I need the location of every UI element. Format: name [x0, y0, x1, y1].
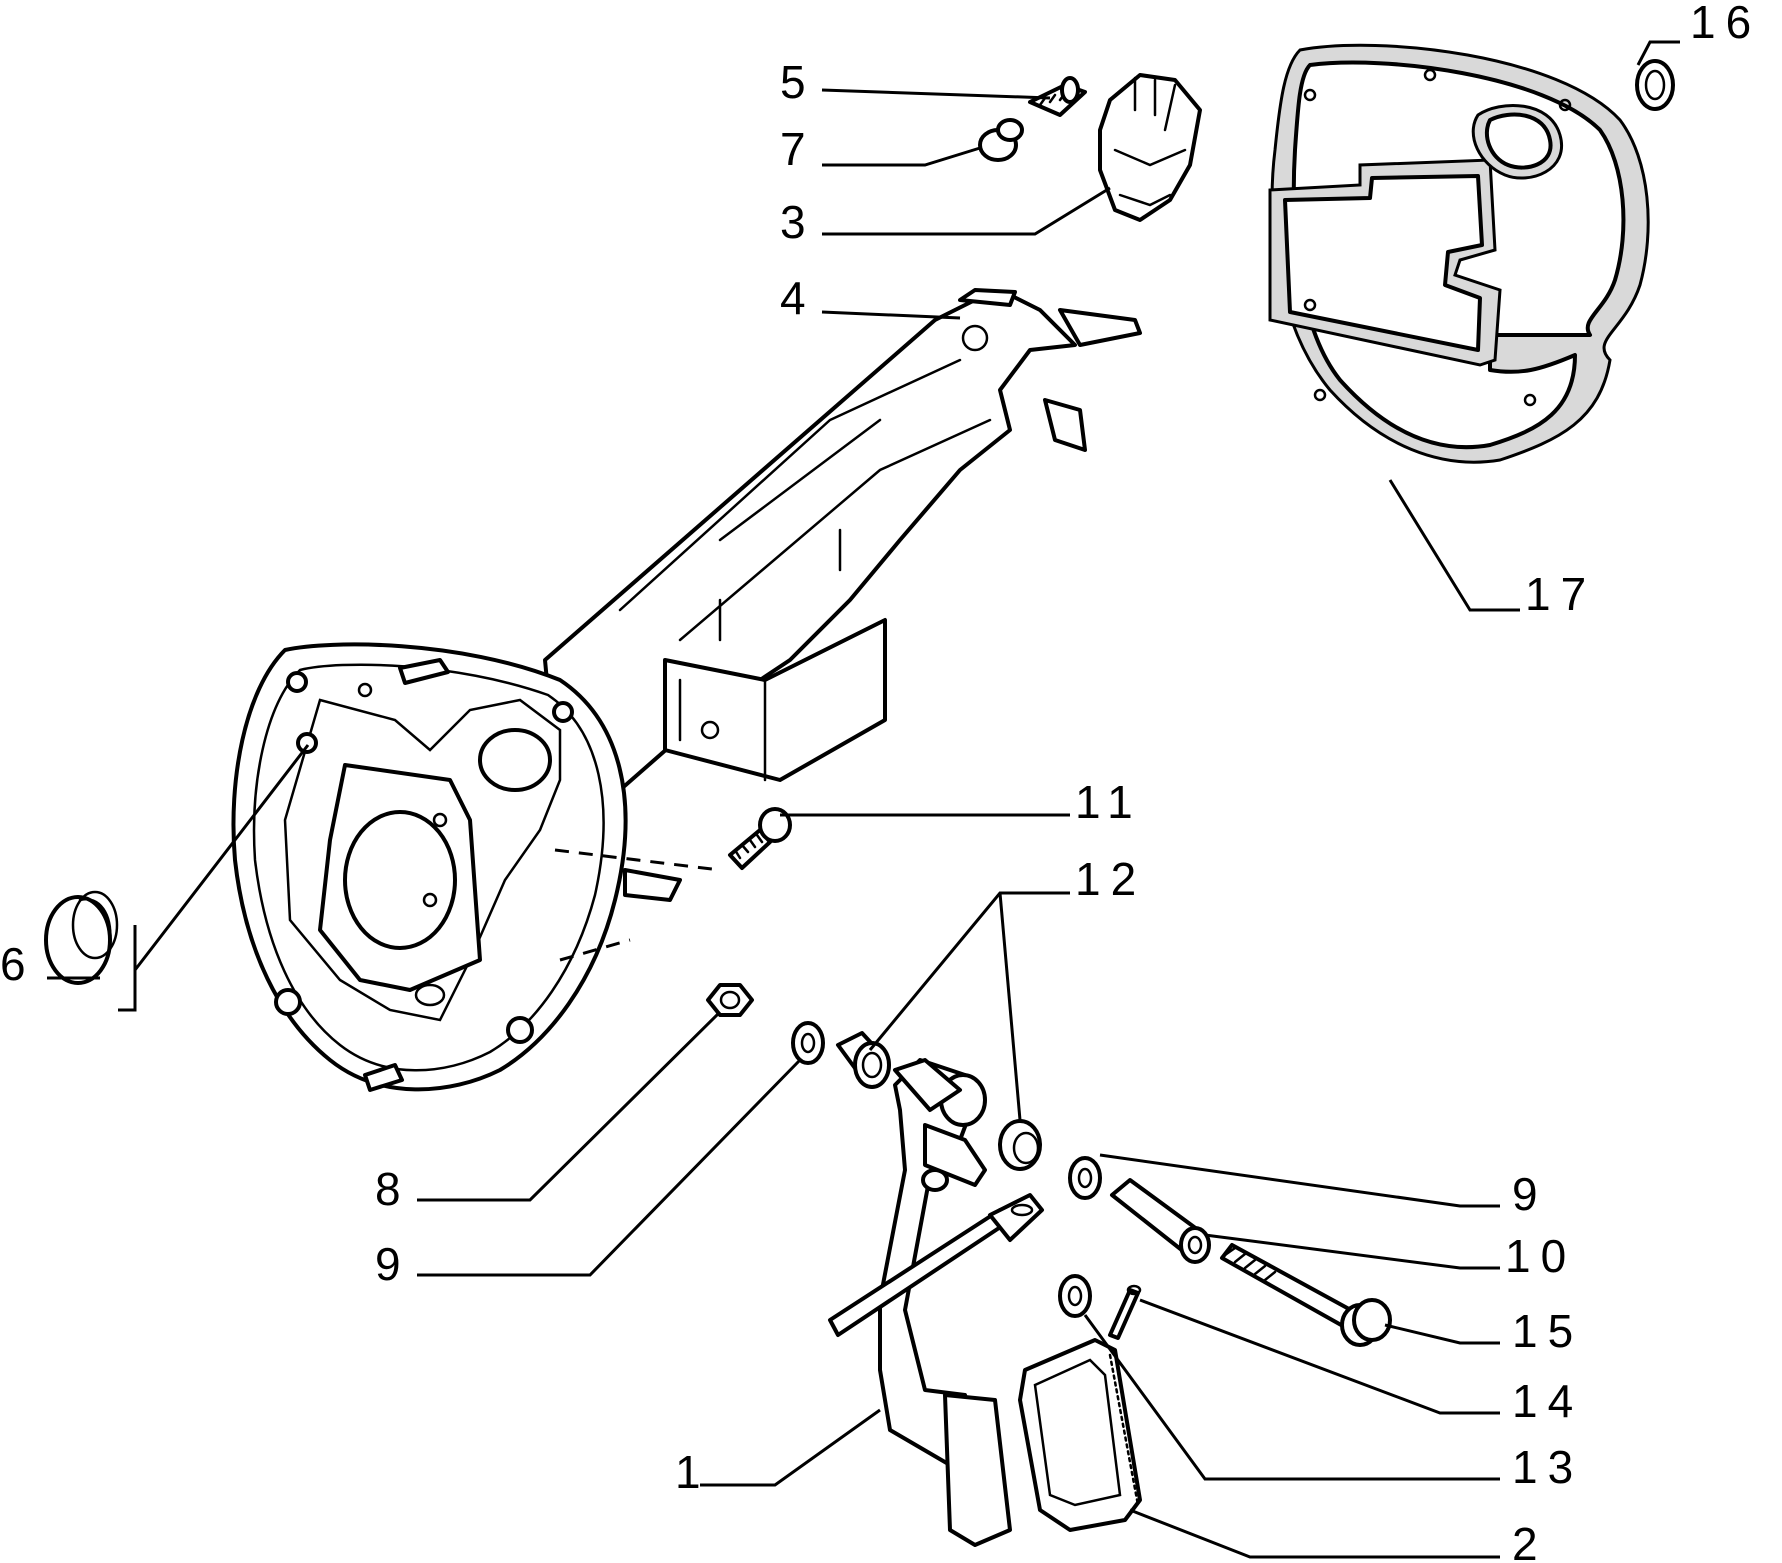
- leader-17: [1388, 479, 1520, 612]
- leader-lines: [47, 40, 1680, 1559]
- assembly-dash-line-2: [559, 938, 631, 962]
- part-16-washer: [1635, 59, 1675, 111]
- leader-12b: [998, 892, 1022, 1121]
- leader-16: [1636, 40, 1680, 66]
- callout-7: 7: [780, 123, 816, 175]
- part-7-button: [978, 118, 1024, 162]
- part-13-washer: [1058, 1274, 1092, 1318]
- callout-9-right: 9: [1512, 1168, 1548, 1220]
- part-17-insulation-pad: [1268, 43, 1650, 464]
- part-9-washer-right: [1068, 1156, 1102, 1200]
- callout-10: 10: [1505, 1230, 1576, 1282]
- callout-1: 1: [675, 1446, 711, 1498]
- callout-4: 4: [780, 272, 816, 324]
- callout-9-left: 9: [375, 1238, 411, 1290]
- leader-14: [1139, 1298, 1500, 1415]
- leader-15: [1384, 1323, 1500, 1345]
- part-10-sleeve: [1110, 1178, 1211, 1264]
- callout-17: 17: [1525, 568, 1596, 620]
- assembly-dash-line: [554, 848, 721, 872]
- leader-2: [1129, 1508, 1500, 1559]
- callout-8: 8: [375, 1163, 411, 1215]
- leader-7: [822, 146, 981, 167]
- leader-6-bracket: [118, 744, 310, 1012]
- leader-9a: [417, 1058, 802, 1277]
- part-15-long-bolt: [1220, 1243, 1392, 1347]
- leader-1: [700, 1408, 881, 1487]
- leader-10: [1204, 1233, 1500, 1270]
- leader-4: [821, 310, 961, 320]
- leader-8: [417, 1010, 722, 1202]
- part-2-pedal-pad: [1018, 1338, 1142, 1532]
- part-8-nut: [706, 983, 754, 1017]
- callout-15: 15: [1512, 1305, 1583, 1357]
- callout-13: 13: [1512, 1441, 1583, 1493]
- leader-13: [1083, 1314, 1500, 1481]
- part-14-cotter-pin: [1108, 1284, 1142, 1340]
- callout-3: 3: [780, 196, 816, 248]
- callout-16: 16: [1690, 0, 1761, 48]
- part-4-pedal-bracket: [543, 288, 1142, 902]
- leader-5: [821, 88, 1051, 100]
- leader-12a: [868, 891, 1070, 1051]
- callout-14: 14: [1512, 1375, 1583, 1427]
- callout-12: 12: [1075, 853, 1146, 905]
- leader-3: [822, 186, 1111, 236]
- part-1-pedal-lever: [828, 1058, 1044, 1547]
- part-12-bushing-left: [836, 1031, 891, 1089]
- part-6-grommet: [44, 890, 119, 985]
- part-3-switch: [1098, 73, 1202, 222]
- part-12-bushing-right: [998, 1119, 1042, 1171]
- bulkhead-plate: [231, 642, 628, 1092]
- leader-9b: [1099, 1153, 1500, 1208]
- callout-11: 11: [1075, 776, 1143, 828]
- part-9-washer-left: [791, 1021, 825, 1065]
- callout-6: 6: [0, 938, 36, 990]
- part-11-bolt: [728, 807, 792, 870]
- callout-5: 5: [780, 56, 816, 108]
- callout-2: 2: [1512, 1518, 1548, 1563]
